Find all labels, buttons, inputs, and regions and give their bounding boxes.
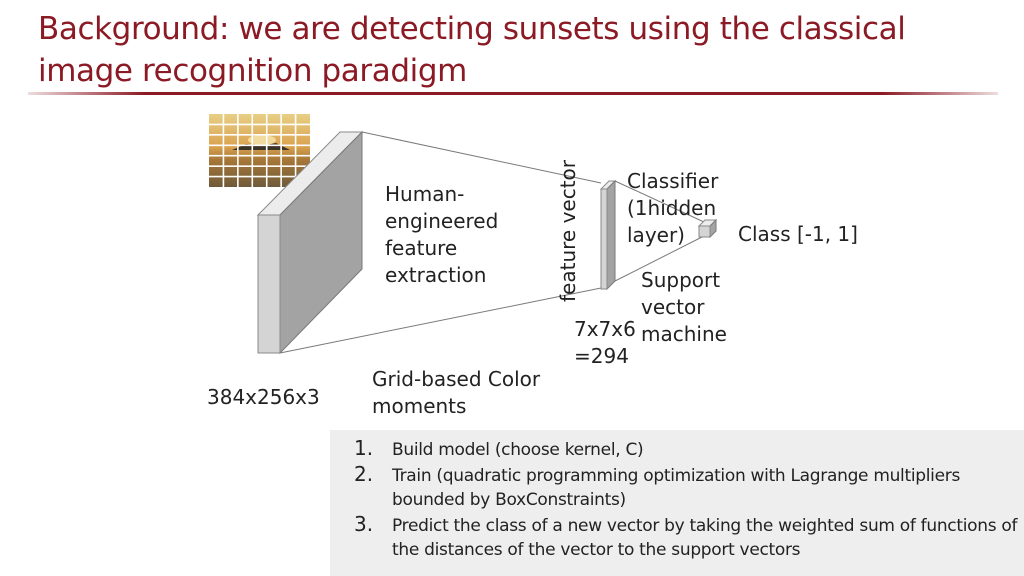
input-size-label: 384x256x3 [207, 385, 320, 409]
feature-method-label: Grid-based Color moments [372, 367, 541, 418]
color-moment-grid [209, 114, 310, 187]
svm-steps-panel: 1. Build model (choose kernel, C) 2. Tra… [330, 430, 1024, 576]
feature-vector-block [599, 179, 617, 291]
output-class-label: Class [-1, 1] [738, 222, 858, 246]
svm-steps-list: 1. Build model (choose kernel, C) 2. Tra… [330, 430, 1024, 562]
step-number: 1. [354, 436, 374, 460]
step-text: Build model (choose kernel, C) [392, 440, 644, 460]
classifier-line-top [614, 180, 705, 223]
step-item: 2. Train (quadratic programming optimiza… [330, 462, 1024, 512]
feature-extraction-label: Human- engineered feature extraction [385, 182, 499, 287]
projection-line-top [361, 131, 602, 184]
vector-size-label: 7x7x6 =294 [574, 317, 636, 368]
step-text: Predict the class of a new vector by tak… [392, 516, 1018, 560]
sunset-thumbnail-image [209, 114, 310, 187]
projection-line-bottom [279, 287, 602, 354]
classifier-line-bottom [614, 235, 705, 282]
slide-title: Background: we are detecting sunsets usi… [38, 11, 906, 89]
classifier-cube [697, 218, 718, 239]
input-image-block [256, 130, 364, 355]
feature-vector-label: feature vector [556, 159, 580, 302]
svm-label: Support vector machine [641, 268, 727, 346]
step-number: 3. [354, 512, 374, 536]
title-divider [28, 92, 998, 95]
step-item: 3. Predict the class of a new vector by … [330, 512, 1024, 562]
step-number: 2. [354, 462, 374, 486]
step-item: 1. Build model (choose kernel, C) [330, 436, 1024, 462]
step-text: Train (quadratic programming optimizatio… [392, 466, 961, 510]
classifier-label: Classifier (1hidden layer) [627, 169, 719, 247]
